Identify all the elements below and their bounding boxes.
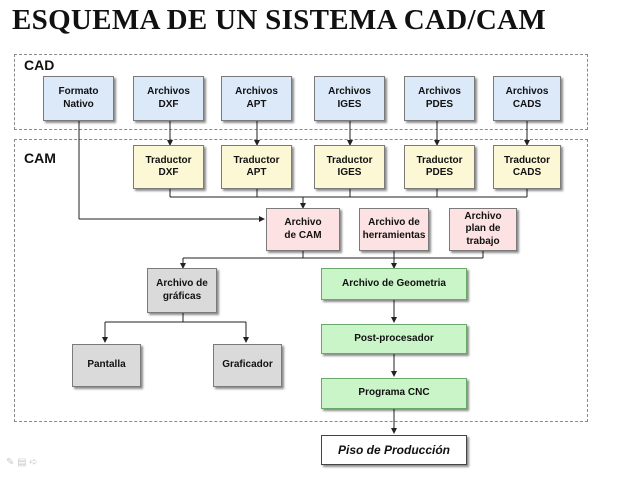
cam-region-label: CAM (24, 150, 56, 166)
box-archivos-dxf: Archivos DXF (133, 76, 204, 121)
box-traductor-dxf: Traductor DXF (133, 145, 204, 189)
box-archivos-iges: Archivos IGES (314, 76, 385, 121)
diagram-title: ESQUEMA DE UN SISTEMA CAD/CAM (12, 4, 546, 36)
pen-icon[interactable]: ✎ (6, 457, 15, 468)
box-programa-cnc: Programa CNC (321, 378, 467, 409)
box-traductor-apt: Traductor APT (221, 145, 292, 189)
box-piso-produccion: Piso de Producción (321, 435, 467, 465)
slide-toolbar: ✎ ▤ ➪ (6, 457, 38, 468)
box-archivos-apt: Archivos APT (221, 76, 292, 121)
box-archivos-cads: Archivos CADS (493, 76, 561, 121)
box-traductor-cads: Traductor CADS (493, 145, 561, 189)
box-traductor-iges: Traductor IGES (314, 145, 385, 189)
box-archivo-herramientas: Archivo de herramientas (359, 208, 429, 251)
cad-region (14, 54, 588, 130)
menu-icon[interactable]: ▤ (17, 457, 27, 468)
cam-region (14, 139, 588, 422)
box-archivo-plan-trabajo: Archivo plan de trabajo (449, 208, 517, 251)
arrow-icon[interactable]: ➪ (29, 457, 38, 468)
box-archivo-graficas: Archivo de gráficas (147, 268, 217, 313)
box-graficador: Graficador (213, 344, 282, 387)
box-formato-nativo: Formato Nativo (43, 76, 114, 121)
box-archivo-geometria: Archivo de Geometria (321, 268, 467, 300)
box-post-procesador: Post-procesador (321, 324, 467, 354)
box-archivos-pdes: Archivos PDES (404, 76, 475, 121)
box-archivo-cam: Archivo de CAM (266, 208, 340, 251)
cad-region-label: CAD (24, 57, 55, 73)
box-pantalla: Pantalla (72, 344, 141, 387)
box-traductor-pdes: Traductor PDES (404, 145, 475, 189)
